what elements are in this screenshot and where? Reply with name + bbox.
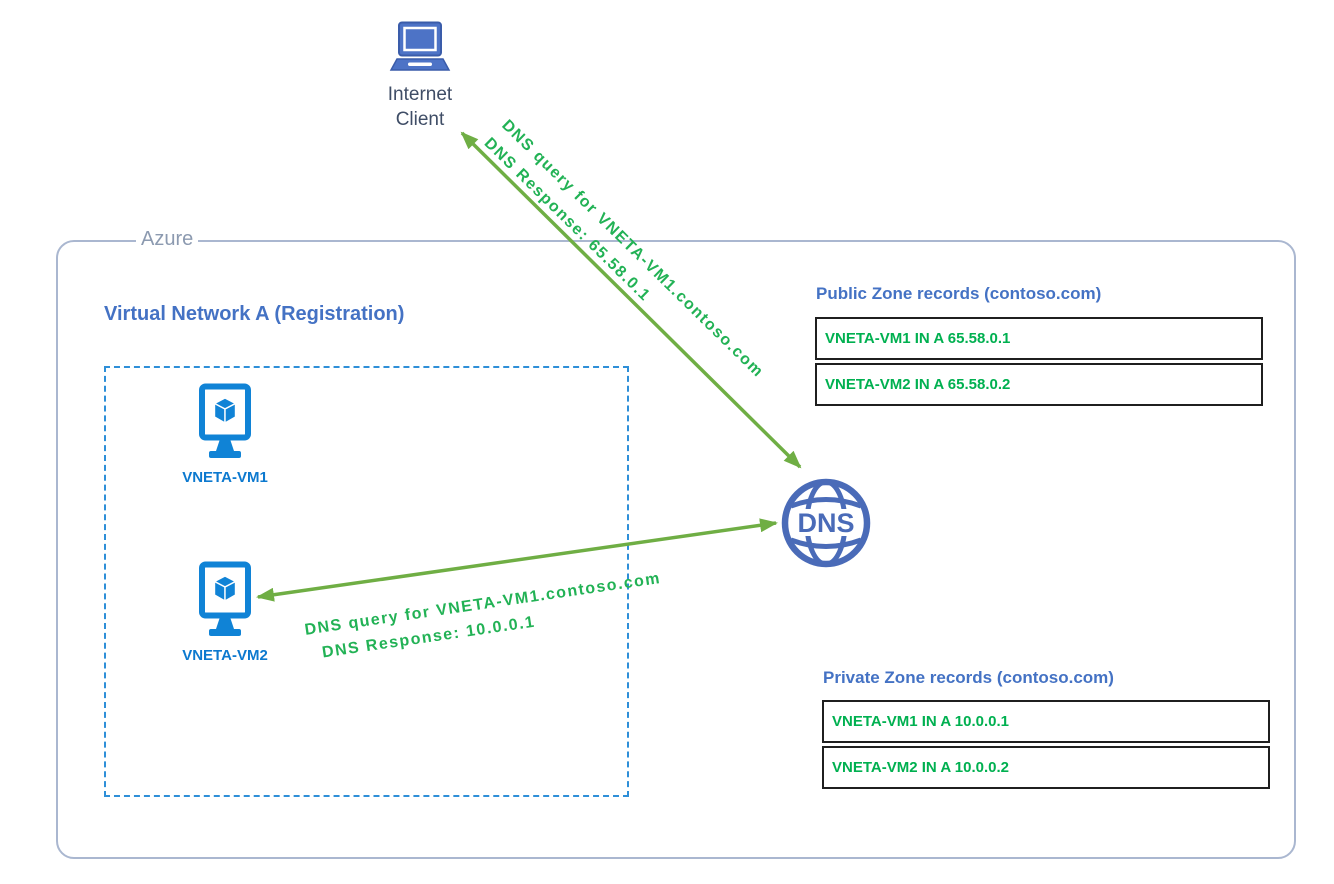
vm2-label: VNETA-VM2: [182, 647, 268, 664]
private-zone-table: VNETA-VM1 IN A 10.0.0.1 VNETA-VM2 IN A 1…: [822, 700, 1270, 792]
public-zone-table: VNETA-VM1 IN A 65.58.0.1 VNETA-VM2 IN A …: [815, 317, 1263, 409]
vm1-icon: [199, 383, 251, 458]
laptop-icon: [389, 21, 451, 71]
vnet-title: Virtual Network A (Registration): [104, 303, 405, 325]
private-zone-record-row: VNETA-VM2 IN A 10.0.0.2: [822, 746, 1270, 789]
public-zone-title: Public Zone records (contoso.com): [816, 284, 1102, 303]
dns-globe-icon: DNS: [781, 478, 871, 568]
azure-label: Azure: [136, 228, 199, 251]
internet-client-label: Internet Client: [352, 82, 488, 132]
internet-client-label-line1: Internet: [387, 84, 453, 105]
vm2-icon: [199, 561, 251, 636]
dns-label: DNS: [797, 508, 854, 538]
internet-client-label-line2: Client: [395, 109, 445, 130]
private-zone-record-row: VNETA-VM1 IN A 10.0.0.1: [822, 700, 1270, 743]
vm1-label: VNETA-VM1: [182, 469, 268, 486]
public-zone-record-row: VNETA-VM1 IN A 65.58.0.1: [815, 317, 1263, 360]
public-zone-record-row: VNETA-VM2 IN A 65.58.0.2: [815, 363, 1263, 406]
private-zone-title: Private Zone records (contoso.com): [823, 668, 1114, 687]
